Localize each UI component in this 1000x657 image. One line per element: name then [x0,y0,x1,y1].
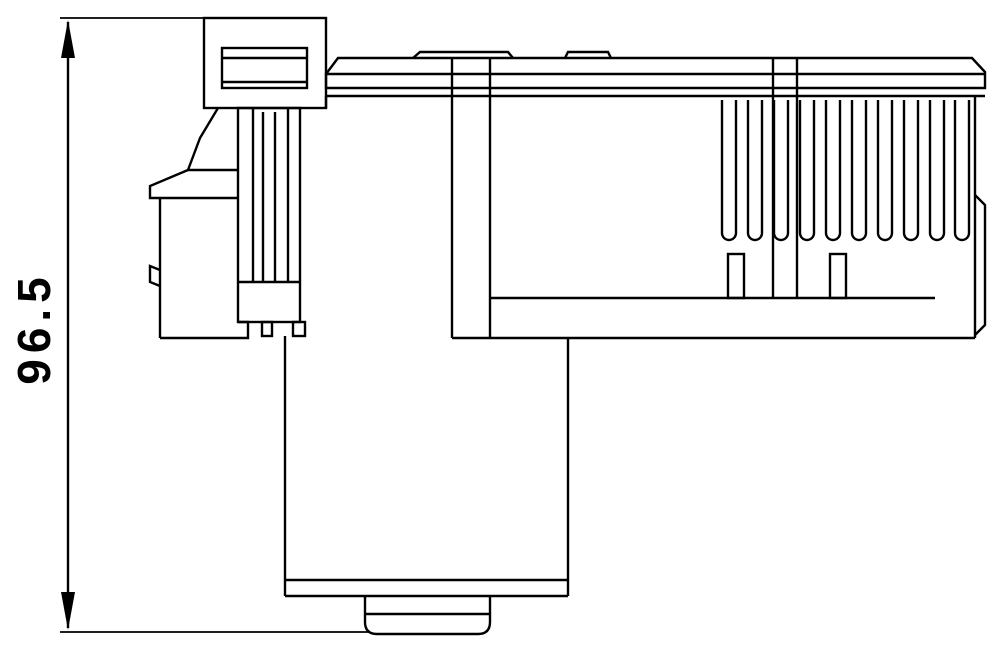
dimension-arrow-top [61,20,75,58]
fin-9 [928,100,946,242]
dimension-arrow-bottom [61,592,75,630]
fin-4 [798,100,816,242]
top-lid [324,50,987,98]
fin-8 [902,100,920,242]
internal-posts [726,58,848,300]
heat-sink-fins [720,100,971,242]
dimension-annotation: 96.5 [8,17,370,633]
fin-2 [746,100,764,242]
vertical-shaft [236,106,307,338]
fin-1 [720,100,738,242]
fin-3 [772,100,790,242]
dimension-value-label: 96.5 [8,271,60,385]
motor-body [283,336,570,598]
fin-7 [876,100,894,242]
fin-6 [850,100,868,242]
left-bracket [148,107,250,340]
main-housing [324,96,987,340]
fin-5 [824,100,842,242]
top-connector [202,16,328,110]
bottom-cap [363,596,492,636]
fin-10 [953,100,971,242]
